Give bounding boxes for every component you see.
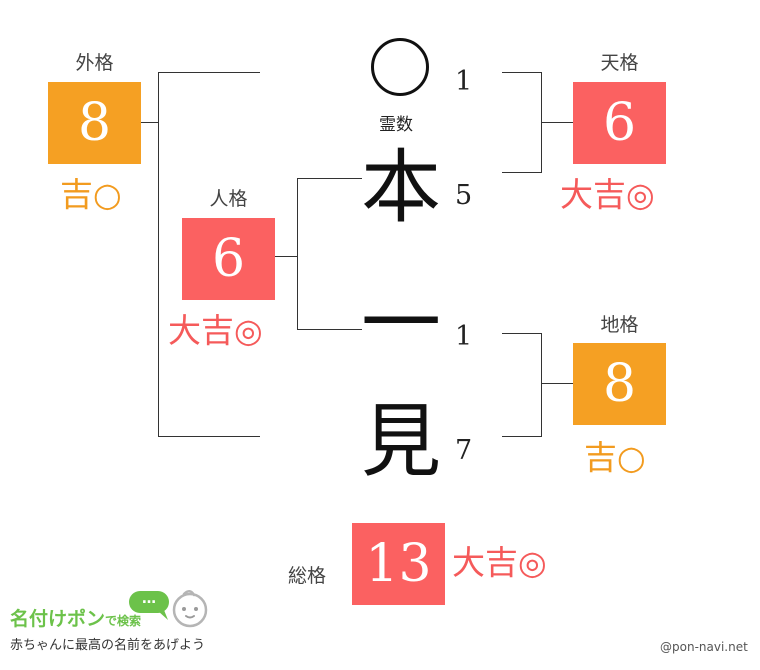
brand-search: で検索 xyxy=(105,614,142,628)
name-char-1: 本 xyxy=(361,141,441,234)
tenkaku-value-box: 6 xyxy=(573,82,666,164)
baby-face-icon xyxy=(172,590,208,628)
soukaku-value-box: 13 xyxy=(352,523,445,605)
spirit-circle-icon xyxy=(371,38,429,96)
brand-tagline: 赤ちゃんに最高の名前をあげよう xyxy=(10,638,206,653)
chikaku-label: 地格 xyxy=(600,314,639,336)
jinkaku-label: 人格 xyxy=(209,188,248,210)
name-char-3: 見 xyxy=(361,395,441,488)
name-char-2: 一 xyxy=(361,277,441,370)
speech-bubble-dots: … xyxy=(142,591,156,607)
gaikaku-value-box: 8 xyxy=(48,82,141,164)
name-stroke-1: 5 xyxy=(455,180,473,211)
site-url: @pon-navi.net xyxy=(660,640,748,654)
jinkaku-value-box: 6 xyxy=(182,218,275,300)
gaikaku-fortune: 吉○ xyxy=(60,175,122,214)
tenkaku-fortune: 大吉◎ xyxy=(560,175,655,214)
soukaku-fortune: 大吉◎ xyxy=(452,543,547,582)
speech-bubble-icon: … xyxy=(129,591,169,620)
brand-name-row: 名付けポンで検索 xyxy=(10,610,141,629)
spirit-stroke: 1 xyxy=(455,66,473,97)
brand-name: 名付けポン xyxy=(10,608,106,630)
chikaku-value-box: 8 xyxy=(573,343,666,425)
gaikaku-label: 外格 xyxy=(75,52,114,74)
name-stroke-2: 1 xyxy=(455,321,473,352)
soukaku-label: 総格 xyxy=(288,565,327,587)
name-stroke-3: 7 xyxy=(455,435,473,466)
tenkaku-label: 天格 xyxy=(600,52,639,74)
chikaku-fortune: 吉○ xyxy=(584,438,646,477)
jinkaku-fortune: 大吉◎ xyxy=(168,311,263,350)
spirit-label: 霊数 xyxy=(379,115,413,135)
